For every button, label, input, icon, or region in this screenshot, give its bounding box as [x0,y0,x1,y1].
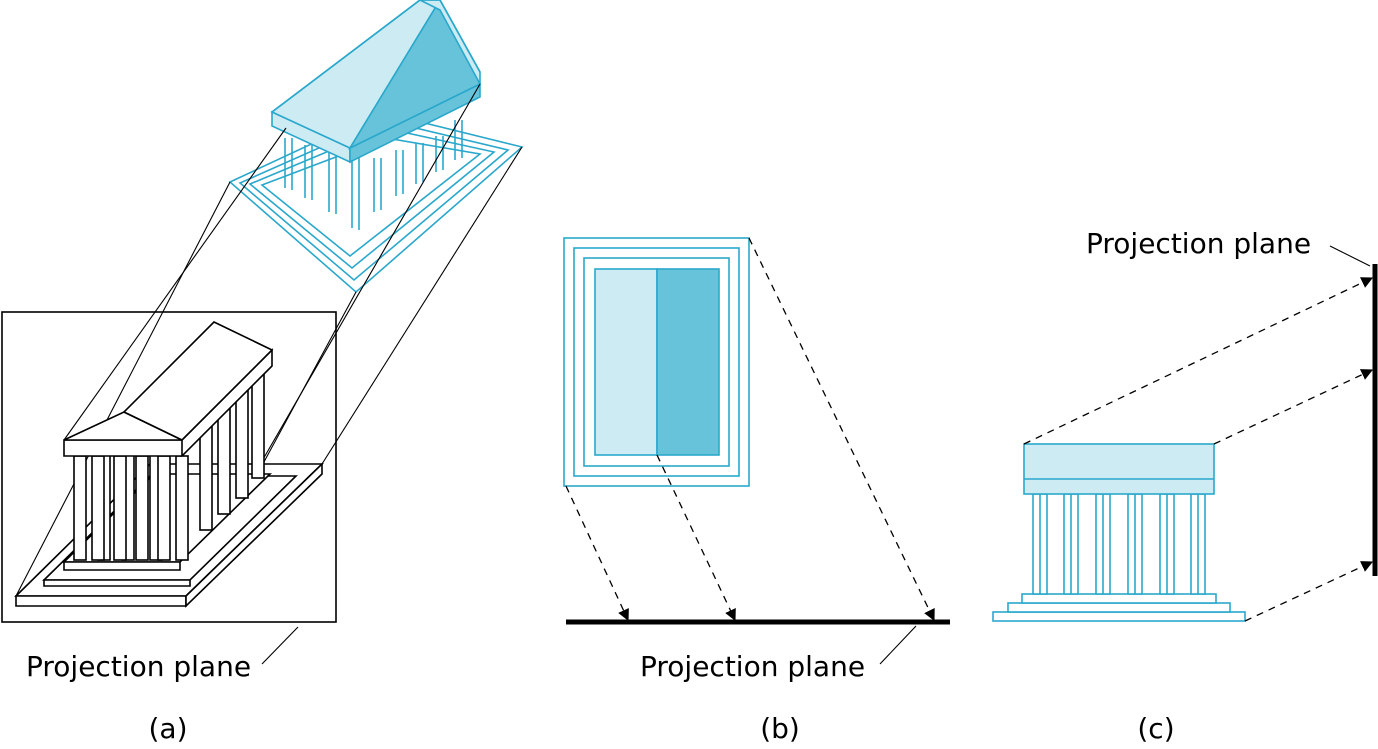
plane-leader-b [879,625,917,665]
caption-b: (b) [760,712,800,745]
projectors-b [565,237,935,622]
black-front-columns [73,455,189,561]
plane-leader-c [1329,245,1371,267]
projector-lines [15,83,523,607]
panel-a: Projection plane (a) [1,0,524,745]
temple-top-view [563,237,750,487]
projection-plane-frame [1,311,337,623]
panel-c: Projection plane (c) [992,227,1378,745]
projection-plane-label-c: Projection plane [1086,227,1311,260]
caption-a: (a) [148,712,187,745]
projection-plane-label-b: Projection plane [640,650,865,683]
black-back-columns [97,449,163,561]
plane-leader-a [261,626,299,665]
projectors-c [1023,277,1374,622]
caption-c: (c) [1137,712,1174,745]
temple-front-view [992,443,1246,622]
panel-b: Projection plane (b) [563,237,950,745]
blue-columns [284,120,463,230]
projection-plane-label-a: Projection plane [26,650,251,683]
front-view-columns [1032,493,1206,595]
temple-3d-blue [228,0,524,294]
temple-3d-black [14,321,324,608]
